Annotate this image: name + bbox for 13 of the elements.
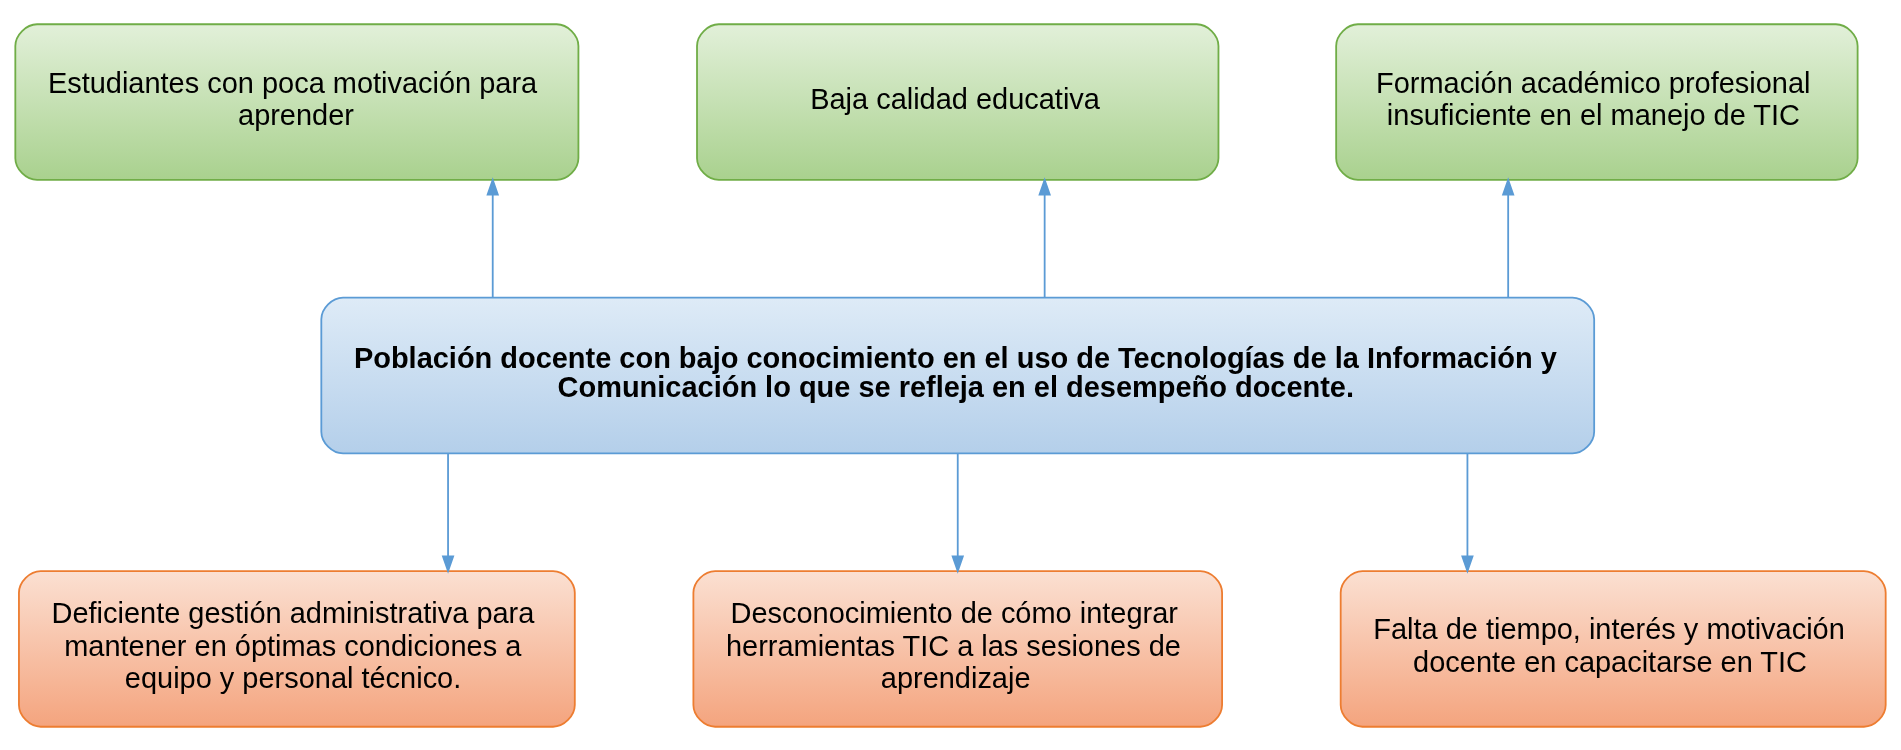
arrow: [1461, 452, 1474, 574]
node-box: Falta de tiempo, interés y motivación docente en capacitarse en TIC: [1339, 569, 1887, 728]
arrow: [1038, 176, 1051, 298]
arrow: [1501, 176, 1515, 298]
arrow: [486, 176, 500, 298]
node-box: Baja calidad educativa: [696, 22, 1220, 181]
node-box: Desconocimiento de cómo integrar herramientas TIC a las sesiones de aprendizaje: [692, 569, 1223, 728]
node-box: Estudiantes con poca motivación para aprender: [14, 22, 580, 181]
arrow: [441, 452, 455, 574]
node-box: Población docente con bajo conocimiento en el uso de Tecnologías de la Información y Comunicación lo que se refleja en el desempeño docente.: [320, 296, 1596, 454]
node-box: Formación académico profesional insuficiente en el manejo de TIC: [1335, 22, 1859, 181]
node-box: Deficiente gestión administrativa para mantener en óptimas condiciones a equipo y personal técnico.: [18, 569, 576, 728]
arrow: [951, 452, 965, 574]
